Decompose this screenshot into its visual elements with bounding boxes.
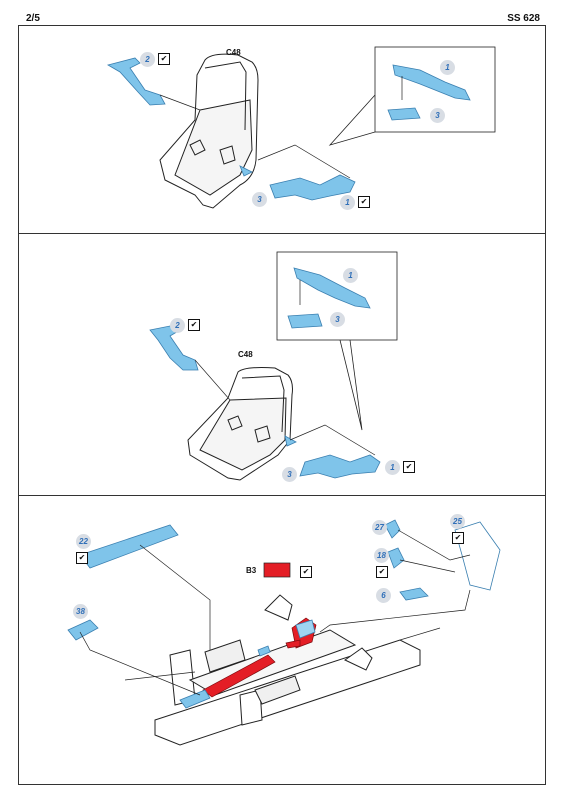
check-box: ✔ [376,566,388,578]
paint-swatch-b3 [263,562,291,578]
check-box: ✔ [158,53,170,65]
callout-number: 3 [430,108,445,123]
etched-parts [67,519,501,709]
callout-number: 1 [343,268,358,283]
callout-number: 2 [140,52,155,67]
callout-number: 3 [252,192,267,207]
callout-number: 25 [450,514,465,529]
callout-number: 1 [340,195,355,210]
check-box: ✔ [452,532,464,544]
callout-number: 27 [372,520,387,535]
callout-number: 6 [376,588,391,603]
callout-number: 22 [76,534,91,549]
paint-label-b3: B3 [246,566,257,575]
check-box: ✔ [403,461,415,473]
page-number: 2/5 [26,13,40,24]
callout-number: 1 [440,60,455,75]
callout-number: 3 [330,312,345,327]
check-box: ✔ [188,319,200,331]
seat-c48-step1 [159,53,259,209]
callout-number: 38 [73,604,88,619]
callout-number: 18 [374,548,389,563]
check-box: ✔ [358,196,370,208]
callout-number: 1 [385,460,400,475]
callout-number: 2 [170,318,185,333]
check-box: ✔ [76,552,88,564]
part-label-c48: C48 [226,48,241,57]
part-label-c48: C48 [238,350,253,359]
seat-c48-step2 [187,367,293,481]
check-box: ✔ [300,566,312,578]
kit-code: SS 628 [507,13,540,24]
cockpit-floor [154,594,421,746]
belt-part-1-step1 [239,165,356,201]
instruction-step-3 [18,495,546,785]
callout-number: 3 [282,467,297,482]
